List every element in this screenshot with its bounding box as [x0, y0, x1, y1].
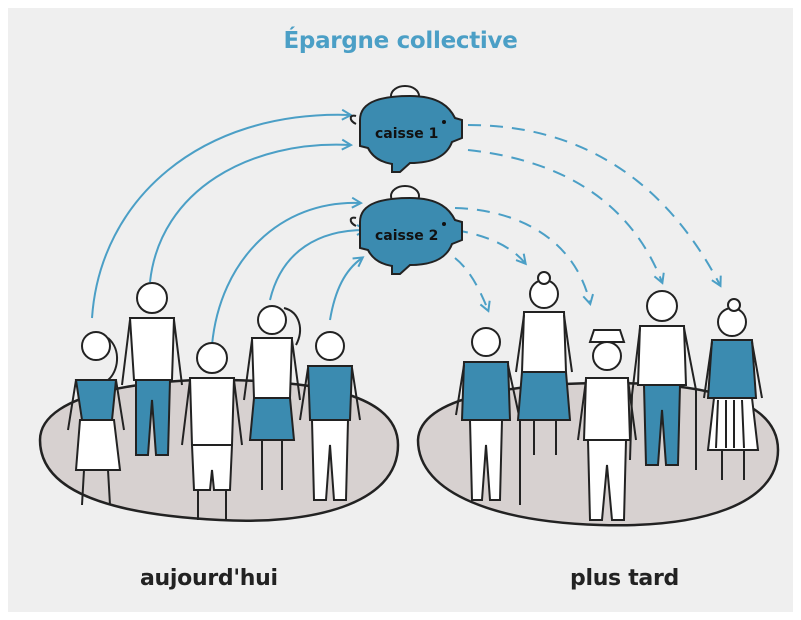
arrow-payout-2 [467, 149, 662, 282]
piggy-bank-2 [349, 185, 463, 275]
retiree-3 [577, 329, 637, 521]
arrow-contrib-4 [269, 230, 365, 301]
retiree-2 [515, 271, 573, 455]
arrow-contrib-1 [91, 115, 350, 319]
worker-2 [121, 282, 183, 456]
arrow-payout-4 [454, 229, 525, 263]
payout-arrows [454, 124, 720, 310]
retirees-group [455, 271, 763, 521]
arrow-contrib-5 [329, 258, 362, 321]
page-title: Épargne collective [283, 28, 518, 54]
retiree-4 [629, 290, 697, 470]
bank-1-label: caisse 1 [375, 126, 438, 142]
label-later: plus tard [570, 566, 679, 591]
arrow-payout-1 [467, 124, 720, 285]
arrow-contrib-2 [149, 145, 350, 283]
workers-group [67, 282, 361, 520]
worker-1 [67, 331, 125, 506]
contribution-arrows [91, 115, 365, 346]
worker-3 [181, 342, 243, 520]
arrow-contrib-3 [211, 203, 360, 346]
worker-4 [243, 305, 301, 490]
worker-5 [299, 331, 361, 501]
arrow-payout-3 [454, 207, 590, 303]
label-today: aujourd'hui [140, 566, 278, 591]
retiree-5 [703, 298, 763, 480]
arrow-payout-5 [454, 257, 488, 310]
piggy-bank-1 [349, 85, 463, 173]
bank-2-label: caisse 2 [375, 228, 438, 244]
